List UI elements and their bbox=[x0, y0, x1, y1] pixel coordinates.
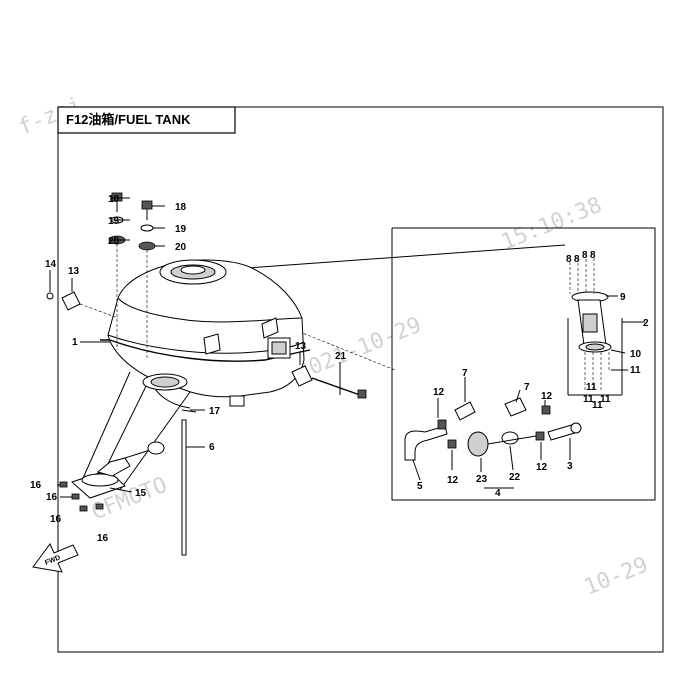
callout-9: 9 bbox=[620, 292, 626, 303]
diagram-title: F12油箱/FUEL TANK bbox=[66, 112, 191, 127]
callout-20-right: 20 bbox=[175, 242, 187, 253]
callout-12-b: 12 bbox=[541, 391, 553, 402]
callout-20-left: 20 bbox=[108, 236, 120, 247]
callout-10: 10 bbox=[630, 349, 642, 360]
drawing-border bbox=[57, 106, 664, 653]
callout-17: 17 bbox=[209, 406, 221, 417]
left-mount-stack bbox=[108, 192, 126, 350]
callout-7-right: 7 bbox=[524, 382, 530, 393]
callout-5: 5 bbox=[417, 481, 423, 492]
right-mount-stack bbox=[138, 200, 156, 360]
fuel-tank-body bbox=[100, 259, 311, 409]
callout-8-c: 8 bbox=[582, 250, 588, 261]
callout-8-a: 8 bbox=[566, 254, 572, 265]
callout-3: 3 bbox=[567, 461, 573, 472]
callout-2: 2 bbox=[643, 318, 649, 329]
fuel-line-assembly bbox=[404, 397, 582, 461]
callout-19-left: 19 bbox=[108, 216, 120, 227]
callout-6: 6 bbox=[209, 442, 215, 453]
callout-22: 22 bbox=[509, 472, 521, 483]
callout-12-c: 12 bbox=[447, 475, 459, 486]
callout-14: 14 bbox=[45, 259, 57, 270]
callout-4: 4 bbox=[495, 488, 501, 499]
fuel-pump-lower-assembly bbox=[59, 371, 191, 512]
detail-inset-box bbox=[391, 227, 656, 501]
callout-11-d: 11 bbox=[600, 394, 611, 405]
callout-16-b: 16 bbox=[46, 492, 58, 503]
callout-12-a: 12 bbox=[433, 387, 445, 398]
callout-11-a: 11 bbox=[586, 382, 597, 393]
leader-lines bbox=[49, 197, 645, 498]
callout-numbers: 1 2 3 4 5 6 7 7 8 8 8 8 9 10 11 11 11 11… bbox=[30, 194, 649, 544]
callout-18-left: 18 bbox=[108, 194, 120, 205]
left-spacer bbox=[46, 291, 119, 319]
callout-8-d: 8 bbox=[590, 250, 596, 261]
watermark-date: 2021-10-29 bbox=[293, 313, 425, 386]
forward-arrow: FWD bbox=[32, 543, 79, 573]
watermarks: f-zoi 15:10:38 2021-10-29 10-29 CFMOTO bbox=[15, 93, 652, 601]
callout-16-a: 16 bbox=[30, 480, 42, 491]
fuel-pump-unit bbox=[567, 254, 623, 396]
callout-13-left: 13 bbox=[68, 266, 80, 277]
watermark-date-short: 10-29 bbox=[581, 553, 652, 601]
callout-11-c: 11 bbox=[592, 400, 603, 411]
callout-13-right: 13 bbox=[295, 341, 307, 352]
hose-clip bbox=[181, 409, 197, 413]
callout-11-right: 11 bbox=[630, 365, 641, 376]
callout-15: 15 bbox=[135, 488, 147, 499]
callout-7-left: 7 bbox=[462, 368, 468, 379]
title-box bbox=[57, 106, 236, 134]
callout-16-c: 16 bbox=[50, 514, 62, 525]
callout-18-right: 18 bbox=[175, 202, 187, 213]
callout-19-right: 19 bbox=[175, 224, 187, 235]
callout-11-b: 11 bbox=[583, 394, 594, 405]
callout-1: 1 bbox=[72, 337, 78, 348]
drain-hose bbox=[181, 419, 187, 556]
callout-21: 21 bbox=[335, 351, 347, 362]
right-bolt-spacer bbox=[291, 365, 367, 399]
callout-8-b: 8 bbox=[574, 254, 580, 265]
detail-leader-top bbox=[219, 244, 566, 271]
callout-23: 23 bbox=[476, 474, 488, 485]
callout-16-d: 16 bbox=[97, 533, 109, 544]
callout-12-d: 12 bbox=[536, 462, 548, 473]
